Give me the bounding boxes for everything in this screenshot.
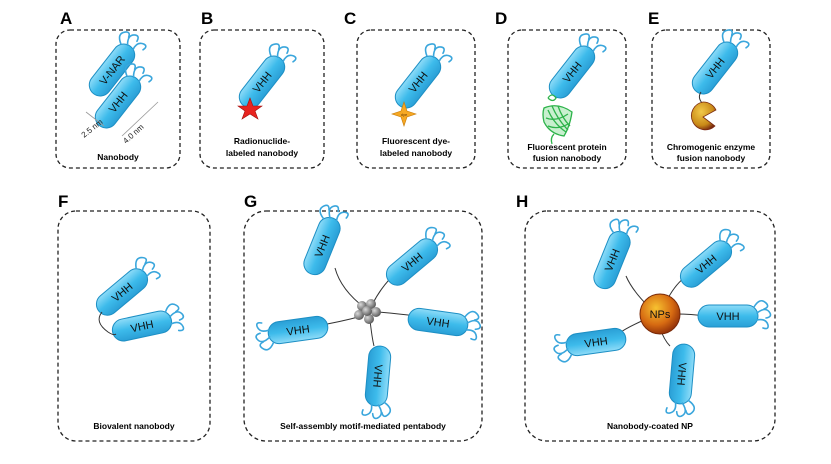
panel-h-box bbox=[524, 210, 776, 442]
radionuclide-star-icon bbox=[237, 97, 263, 120]
panel-letter-h: H bbox=[516, 192, 528, 211]
panel-d-vhh: VHH bbox=[540, 28, 609, 105]
panel-d-caption-line2: fusion nanobody bbox=[533, 153, 602, 163]
panel-letter-g: G bbox=[244, 192, 257, 211]
panel-f-vhh-2: VHH bbox=[108, 301, 187, 346]
panel-b-caption-line1: Radionuclide- bbox=[234, 136, 290, 146]
panel-e-box bbox=[651, 29, 771, 169]
panel-h-vhh-1: VHH bbox=[585, 214, 641, 294]
enzyme-pacman-icon bbox=[691, 101, 717, 131]
svg-text:VHH: VHH bbox=[426, 315, 451, 330]
svg-text:VHH: VHH bbox=[716, 311, 739, 323]
panel-letter-b: B bbox=[201, 9, 213, 28]
svg-text:VHH: VHH bbox=[584, 335, 609, 350]
panel-a-box bbox=[55, 29, 181, 169]
panel-letter-d: D bbox=[495, 9, 507, 28]
panel-b-vhh: VHH bbox=[230, 38, 299, 115]
panel-f-vhh-1: VHH bbox=[88, 252, 164, 322]
svg-text:VHH: VHH bbox=[370, 364, 384, 388]
panel-g-vhh-4: VHH bbox=[360, 344, 397, 421]
panel-h-vhh-5: VHH bbox=[551, 324, 629, 364]
svg-text:dye: dye bbox=[401, 112, 408, 117]
gfp-barrel-icon bbox=[542, 94, 573, 145]
nanoparticle-icon: NPs bbox=[639, 293, 681, 335]
panel-d-caption-line1: Fluorescent protein bbox=[527, 142, 606, 152]
panel-g-box bbox=[243, 210, 483, 442]
dim-length: 4.0 nm bbox=[121, 122, 145, 145]
panel-c-caption-line1: Fluorescent dye- bbox=[382, 136, 450, 146]
panel-c-vhh: VHH bbox=[386, 38, 455, 115]
panel-letter-c: C bbox=[344, 9, 356, 28]
panel-h-vhh-4: VHH bbox=[664, 342, 701, 419]
panel-c-caption-line2: labeled nanobody bbox=[380, 148, 453, 158]
dye-star-icon: dye bbox=[391, 101, 417, 127]
panel-b-caption-line2: labeled nanobody bbox=[226, 148, 299, 158]
panel-g-vhh-5: VHH bbox=[253, 312, 331, 352]
panel-f-linker bbox=[98, 311, 117, 336]
panel-h-vhh-3: VHH bbox=[697, 299, 772, 330]
svg-text:VHH: VHH bbox=[674, 362, 688, 386]
panel-letter-f: F bbox=[58, 192, 68, 211]
panel-e-caption-line2: fusion nanobody bbox=[677, 153, 746, 163]
panel-a-vhh: VHH bbox=[86, 58, 155, 135]
panel-e-caption-line1: Chromogenic enzyme bbox=[667, 142, 756, 152]
panel-a-caption: Nanobody bbox=[97, 152, 139, 162]
svg-text:VHH: VHH bbox=[130, 319, 155, 336]
dim-width: 2.5 nm bbox=[80, 117, 105, 139]
svg-text:NPs: NPs bbox=[650, 309, 671, 321]
panel-g-vhh-2: VHH bbox=[378, 222, 454, 292]
panel-f-box bbox=[57, 210, 211, 442]
svg-text:VHH: VHH bbox=[286, 323, 311, 338]
panel-e-vhh: VHH bbox=[683, 24, 752, 101]
panel-d-box bbox=[507, 29, 627, 169]
panel-h-vhh-2: VHH bbox=[672, 224, 748, 294]
panel-letter-e: E bbox=[648, 9, 659, 28]
panel-c-box bbox=[356, 29, 476, 169]
panel-letter-a: A bbox=[60, 9, 72, 28]
panel-g-caption: Self-assembly motif-mediated pentabody bbox=[280, 421, 446, 431]
panel-g-vhh-3: VHH bbox=[405, 301, 484, 342]
panel-h-caption: Nanobody-coated NP bbox=[607, 421, 693, 431]
pentamer-core-icon bbox=[354, 299, 381, 324]
panel-b-box bbox=[199, 29, 325, 169]
panel-g-vhh-1: VHH bbox=[295, 200, 351, 280]
panel-f-caption: Biovalent nanobody bbox=[93, 421, 175, 431]
